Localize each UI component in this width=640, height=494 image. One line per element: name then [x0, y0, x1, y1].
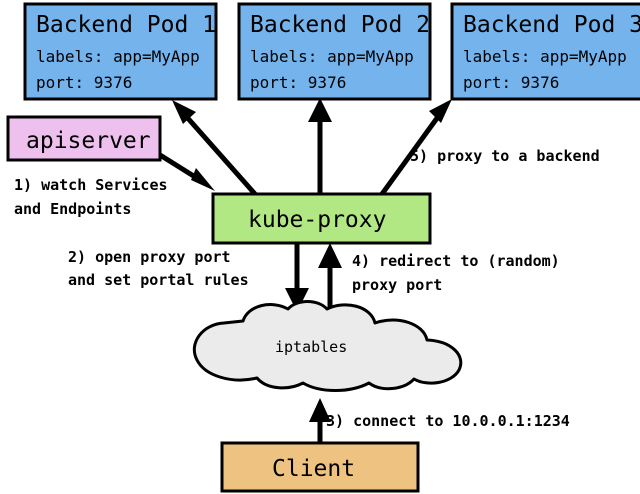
backend-pod-3-title: Backend Pod 3	[463, 12, 640, 38]
kube-proxy-node[interactable]: kube-proxy	[211, 192, 432, 245]
arrow-kubeproxy-to-iptables	[285, 243, 309, 312]
arrow-client-to-iptables	[309, 398, 331, 443]
annotation-step-5-line-1: 5) proxy to a backend	[410, 147, 600, 165]
backend-pod-1-labels: labels: app=MyApp	[36, 47, 200, 66]
backend-pod-1-title: Backend Pod 1	[36, 12, 216, 38]
backend-pod-3-node[interactable]: Backend Pod 3 labels: app=MyApp port: 93…	[450, 2, 640, 101]
arrow-kubeproxy-to-pod2	[308, 98, 332, 194]
backend-pod-3-labels: labels: app=MyApp	[463, 47, 627, 66]
kube-proxy-label: kube-proxy	[248, 207, 386, 233]
backend-pod-2-labels: labels: app=MyApp	[250, 47, 414, 66]
backend-pod-2-port: port: 9376	[250, 73, 346, 92]
annotation-step-2-line-1: 2) open proxy port	[68, 248, 231, 266]
annotation-step-1: 1) watch Services and Endpoints	[14, 176, 168, 218]
backend-pod-2-title: Backend Pod 2	[250, 12, 430, 38]
annotation-step-4-line-1: 4) redirect to (random)	[352, 252, 560, 270]
annotation-step-5: 5) proxy to a backend	[410, 147, 600, 165]
annotation-step-2: 2) open proxy port and set portal rules	[68, 248, 249, 289]
iptables-label: iptables	[275, 338, 347, 356]
arrow-apiserver-to-kubeproxy	[158, 152, 215, 191]
iptables-cloud-node[interactable]: iptables	[192, 300, 463, 392]
client-label: Client	[272, 456, 355, 482]
backend-pod-1-port: port: 9376	[36, 73, 132, 92]
annotation-step-1-line-1: 1) watch Services	[14, 176, 168, 194]
annotation-step-4-line-2: proxy port	[352, 276, 442, 294]
backend-pod-3-port: port: 9376	[463, 73, 559, 92]
apiserver-label: apiserver	[26, 128, 151, 154]
arrow-kubeproxy-to-pod3	[379, 99, 452, 196]
annotation-step-2-line-2: and set portal rules	[68, 271, 249, 289]
annotation-step-4: 4) redirect to (random) proxy port	[352, 252, 560, 294]
client-node[interactable]: Client	[220, 441, 420, 493]
annotation-step-3: 3) connect to 10.0.0.1:1234	[326, 412, 570, 430]
arrow-kubeproxy-to-pod1	[172, 100, 257, 196]
annotation-step-3-line-1: 3) connect to 10.0.0.1:1234	[326, 412, 570, 430]
backend-pod-1-node[interactable]: Backend Pod 1 labels: app=MyApp port: 93…	[23, 2, 218, 101]
backend-pod-2-node[interactable]: Backend Pod 2 labels: app=MyApp port: 93…	[237, 2, 432, 101]
apiserver-node[interactable]: apiserver	[6, 115, 162, 162]
annotation-step-1-line-2: and Endpoints	[14, 200, 131, 218]
